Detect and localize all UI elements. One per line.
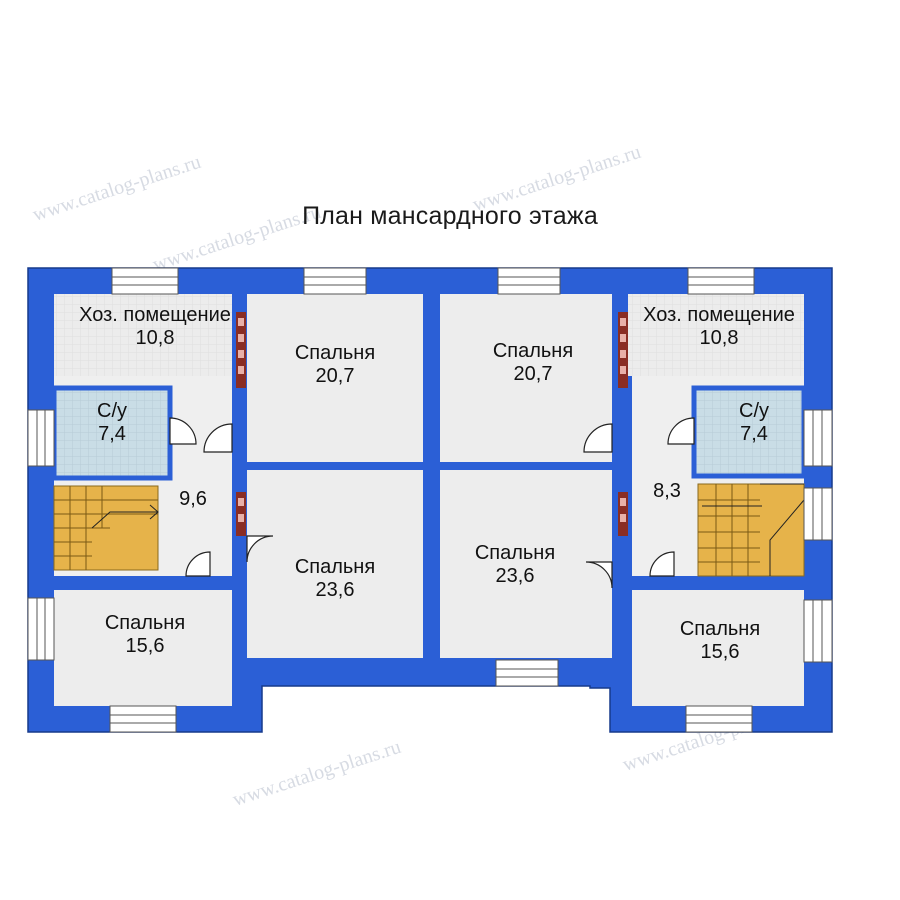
room-area: 7,4 [740, 423, 768, 445]
room-area: 8,3 [653, 480, 681, 502]
room-name: Спальня [294, 342, 376, 364]
room-label: Спальня 15,6 [636, 618, 804, 664]
room-bedroom-center-4 [440, 470, 612, 658]
room-name: Хоз. помещение [643, 304, 795, 326]
room-bedroom-center-1 [247, 294, 423, 462]
room-label: С/у 7,4 [60, 400, 164, 446]
room-label: Хоз. помещение 10,8 [70, 304, 240, 350]
room-area: 20,7 [315, 365, 355, 387]
room-name: С/у [97, 400, 127, 422]
room-label: Спальня 23,6 [250, 556, 420, 602]
room-name: Хоз. помещение [79, 304, 231, 326]
room-area: 23,6 [315, 579, 355, 601]
room-label: Спальня 15,6 [60, 612, 230, 658]
room-label: Хоз. помещение 10,8 [634, 304, 804, 350]
room-area: 9,6 [179, 488, 207, 510]
room-name: С/у [739, 400, 769, 422]
room-label: Спальня 20,7 [250, 342, 420, 388]
room-area: 10,8 [135, 327, 175, 349]
room-utility-left [54, 294, 232, 376]
room-name: Спальня [104, 612, 186, 634]
room-area: 15,6 [125, 635, 165, 657]
room-bedroom-center-2 [247, 470, 423, 658]
room-name: Спальня [294, 556, 376, 578]
room-area: 20,7 [513, 363, 553, 385]
room-label: С/у 7,4 [704, 400, 804, 446]
room-area: 10,8 [699, 327, 739, 349]
room-label: 9,6 [168, 488, 218, 511]
room-label: 8,3 [642, 480, 692, 503]
room-bedroom-left-bottom [54, 590, 232, 706]
room-area: 7,4 [98, 423, 126, 445]
room-label: Спальня 23,6 [430, 542, 600, 588]
room-bedroom-right-bottom [632, 590, 804, 706]
room-name: Спальня [474, 542, 556, 564]
room-area: 15,6 [700, 641, 740, 663]
room-name: Спальня [679, 618, 761, 640]
room-area: 23,6 [495, 565, 535, 587]
room-bedroom-center-3 [440, 294, 612, 462]
room-name: Спальня [492, 340, 574, 362]
room-utility-right [628, 294, 804, 376]
plan-title: План мансардного этажа [302, 202, 598, 230]
room-label: Спальня 20,7 [448, 340, 618, 386]
